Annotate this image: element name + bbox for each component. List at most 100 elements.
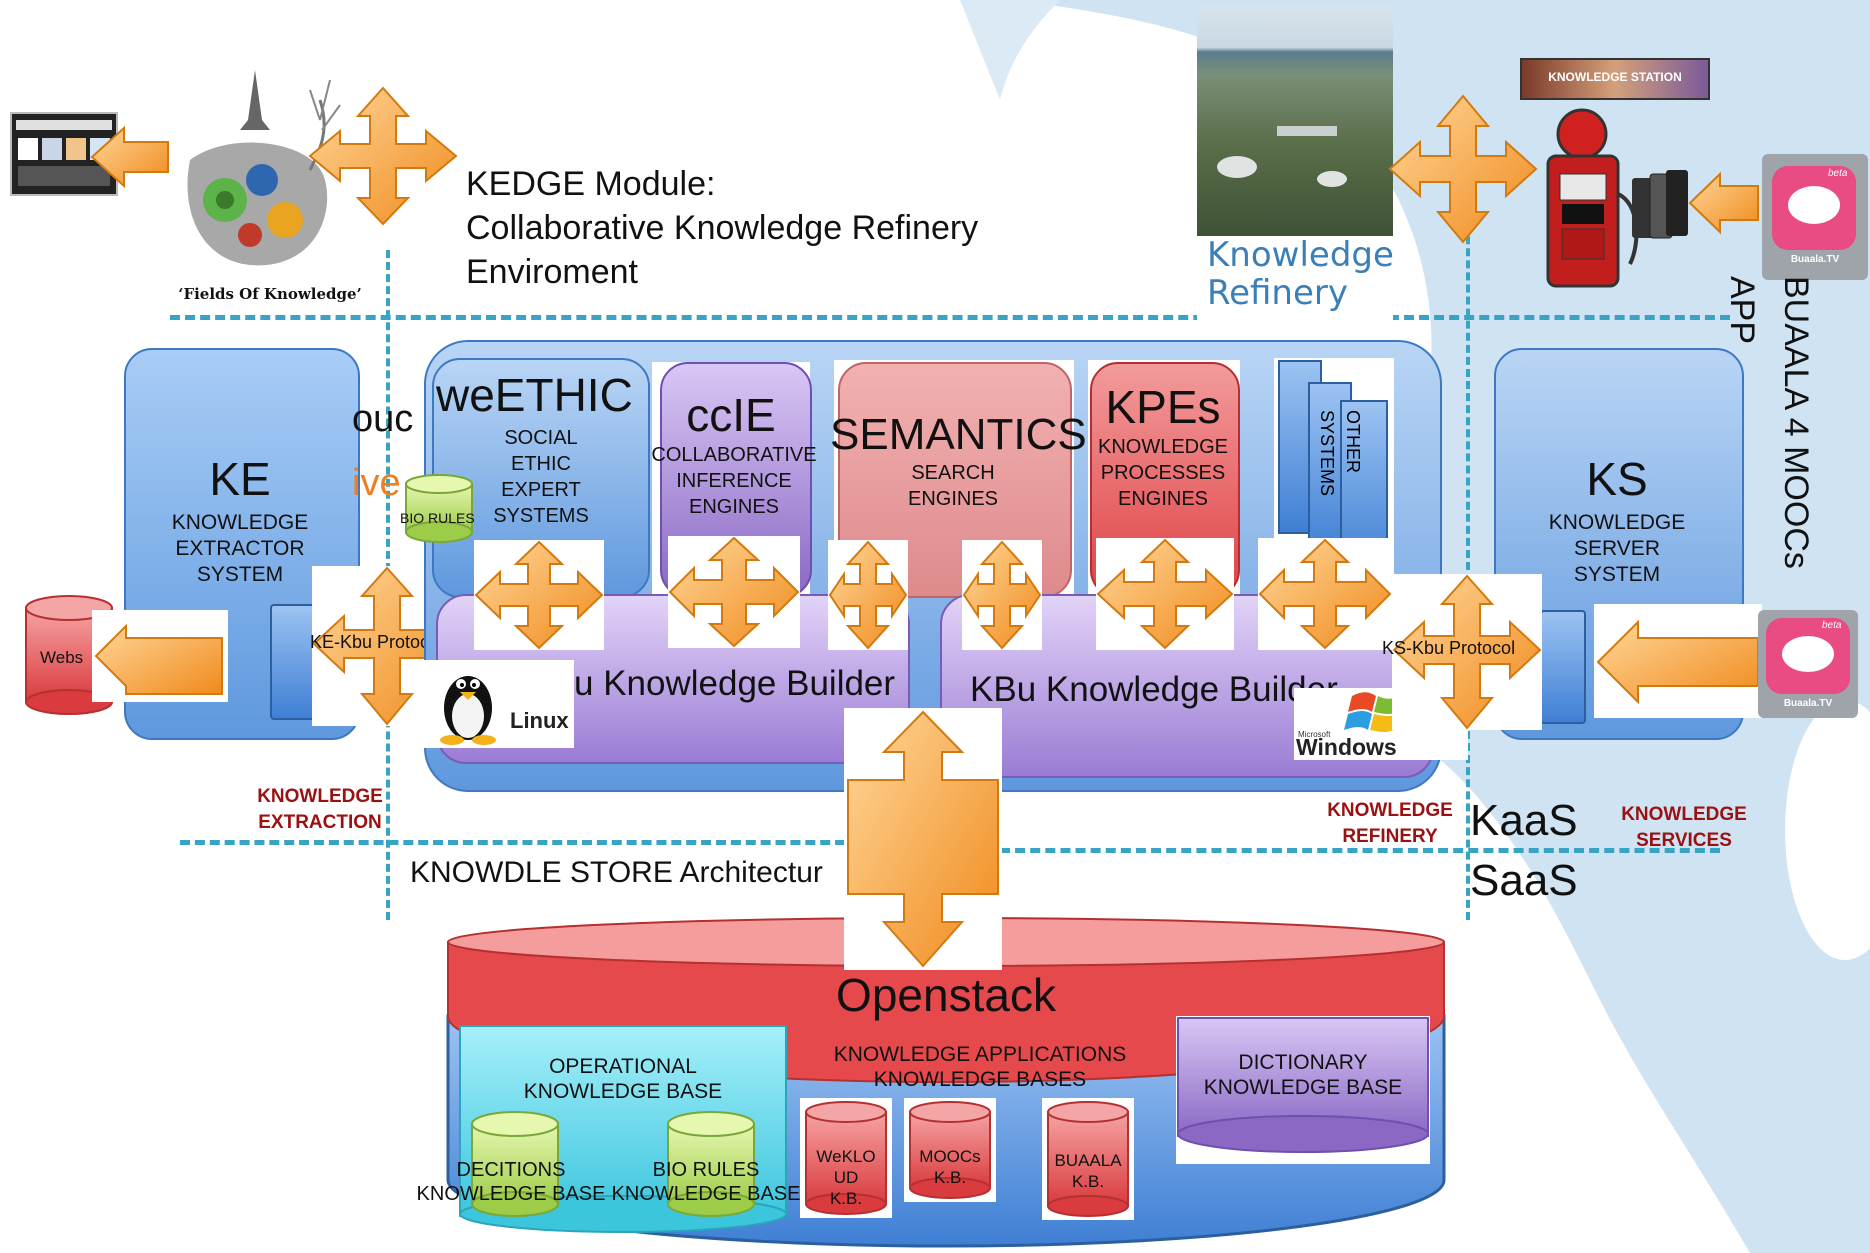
brain-gears-icon <box>187 70 341 266</box>
kpe-title: KPEs <box>1105 381 1221 433</box>
dictionary-kb-cylinder <box>1176 1016 1430 1164</box>
buaala-tv-app-icon-bottom[interactable]: beta Buaala.TV <box>1758 610 1858 718</box>
refinery-caption-line2: Refinery <box>1207 273 1348 313</box>
arrow-left-icon <box>1594 604 1762 718</box>
app-vertical-text: APP <box>1723 276 1761 345</box>
refinery-photo <box>1197 6 1393 236</box>
refinery-line2: REFINERY <box>1342 826 1438 847</box>
moocs-kb-cylinder <box>904 1098 996 1202</box>
arrow-left-icon <box>90 125 169 189</box>
operational-line1: OPERATIONAL <box>549 1055 697 1078</box>
buaala-tv-label-bottom: Buaala.TV <box>1783 698 1833 709</box>
phones-icon <box>1632 170 1688 239</box>
weethic-title: weETHIC <box>436 369 633 421</box>
moocs-kb-label: MOOCs K.B. <box>904 1146 996 1188</box>
refinery-caption-box: Knowledge Refinery <box>1197 235 1394 320</box>
refinery-line1: KNOWLEDGE <box>1327 800 1453 821</box>
ccie-subtitle: COLLABORATIVE INFERENCE ENGINES <box>640 442 828 520</box>
four-way-arrow-icon <box>1388 94 1538 244</box>
ks-connector-slot <box>1540 610 1586 724</box>
fields-caption: ‘Fields Of Knowledge’ <box>178 285 362 303</box>
buaala-kb-label: BUAALA K.B. <box>1042 1150 1134 1192</box>
kedge-title-block: KEDGE Module: Collaborative Knowledge Re… <box>466 162 978 294</box>
ccie-title: ccIE <box>686 389 776 441</box>
bio-rules-kb-cylinder <box>667 1111 755 1217</box>
four-way-arrow-icon <box>474 540 604 650</box>
knowledge-services-label: KNOWLEDGE SERVICES <box>1604 802 1764 854</box>
ks-sub3: SYSTEM <box>1573 563 1661 586</box>
ccie-sub3: ENGINES <box>688 496 780 518</box>
ks-sub1: KNOWLEDGE <box>1548 511 1686 534</box>
ccie-sub2: INFERENCE <box>676 470 792 492</box>
bio-rules-database-icon <box>405 474 473 543</box>
services-line2: SERVICES <box>1636 830 1732 851</box>
dashed-line-bottom-left <box>180 840 860 845</box>
gas-pump-icon <box>1546 108 1639 288</box>
kedge-title-line1: KEDGE Module: <box>466 165 716 203</box>
apps-line2: KNOWLEDGE BASES <box>873 1068 1087 1091</box>
weklo-line1: WeKLO <box>816 1147 876 1166</box>
buaala-kb-cylinder <box>1042 1098 1134 1220</box>
tux-penguin-icon <box>440 676 496 745</box>
decitions-line1: DECITIONS <box>456 1159 566 1181</box>
moocs-line2: K.B. <box>933 1168 967 1187</box>
arrow-left-icon <box>1688 171 1759 235</box>
kaas-label: KaaS <box>1470 796 1578 845</box>
other-systems-line2: SYSTEMS <box>1317 410 1337 497</box>
bio-rules-line2: KNOWLEDGE BASE <box>611 1183 801 1205</box>
kedge-title-line3: Enviroment <box>466 253 638 291</box>
windows-label: Windows <box>1296 734 1397 760</box>
bio-rules-kb-label: BIO RULES KNOWLEDGE BASE <box>596 1158 816 1206</box>
ccie-sub1: COLLABORATIVE <box>651 444 817 466</box>
webs-label: Webs <box>40 648 84 667</box>
four-way-arrow-icon <box>308 86 458 226</box>
services-line1: KNOWLEDGE <box>1621 804 1747 825</box>
ks-sub2: SERVER <box>1574 537 1660 560</box>
knowledge-applications-label: KNOWLEDGE APPLICATIONS KNOWLEDGE BASES <box>790 1042 1170 1092</box>
linux-logo: Linux <box>424 660 574 748</box>
kpe-sub2: PROCESSES <box>1100 462 1226 484</box>
extraction-line2: EXTRACTION <box>258 812 382 833</box>
semantics-title: SEMANTICS <box>830 410 1087 459</box>
knowledge-refinery-label: KNOWLEDGE REFINERY <box>1310 798 1470 850</box>
weklo-line3: K.B. <box>829 1189 863 1208</box>
decitions-line2: KNOWLEDGE BASE <box>416 1183 606 1205</box>
dashed-line-top <box>170 315 1730 320</box>
ke-sub1: KNOWLEDGE <box>171 511 309 534</box>
openstack-title: Openstack <box>836 969 1056 1021</box>
buaala-tv-app-icon[interactable]: beta Buaala.TV <box>1762 154 1868 280</box>
knowledge-extraction-label: KNOWLEDGE EXTRACTION <box>240 784 400 836</box>
refinery-caption-line1: Knowledge <box>1207 235 1394 275</box>
dashed-line-vertical-right <box>1466 200 1470 920</box>
kpe-sub1: KNOWLEDGE <box>1097 436 1229 458</box>
four-way-arrow-icon <box>668 536 800 648</box>
kbu-builder-left-label: u Knowledge Builder <box>574 664 896 703</box>
weethic-subtitle: SOCIAL ETHIC EXPERT SYSTEMS <box>476 425 606 529</box>
ke-subtitle: KNOWLEDGE EXTRACTOR SYSTEM <box>124 510 356 588</box>
four-way-arrow-icon <box>828 540 908 650</box>
other-systems-label-2: SYSTEMS <box>1312 410 1352 540</box>
kpe-sub3: ENGINES <box>1117 488 1209 510</box>
dashed-line-bottom-right <box>1000 848 1720 853</box>
beta-label: beta <box>1828 168 1848 179</box>
saas-label: SaaS <box>1470 856 1578 905</box>
decitions-kb-cylinder <box>471 1111 559 1217</box>
ks-subtitle: KNOWLEDGE SERVER SYSTEM <box>1494 510 1740 588</box>
ke-hidden-fragment-1: ouc <box>352 398 414 440</box>
ks-title: KS <box>1586 453 1648 505</box>
semantics-sub1: SEARCH <box>911 462 995 484</box>
moocs-line1: MOOCs <box>919 1147 981 1166</box>
operational-line2: KNOWLEDGE BASE <box>523 1080 723 1103</box>
extraction-line1: KNOWLEDGE <box>257 786 383 807</box>
dictionary-line1: DICTIONARY <box>1238 1051 1368 1074</box>
weethic-sub1: SOCIAL <box>504 427 578 449</box>
vertical-double-arrow-icon <box>844 708 1002 970</box>
ke-hidden-fragment-2: ive <box>352 462 401 504</box>
dictionary-line2: KNOWLEDGE BASE <box>1203 1076 1403 1099</box>
weklo-kb-label: WeKLO UD K.B. <box>800 1146 892 1209</box>
buaala-tv-label: Buaala.TV <box>1790 254 1840 265</box>
buaala-kb-line1: BUAALA <box>1054 1151 1122 1170</box>
ke-title: KE <box>209 453 271 505</box>
knowledge-station-banner: KNOWLEDGE STATION <box>1520 58 1710 100</box>
kbu-builder-right-label: KBu Knowledge Builder <box>970 670 1338 709</box>
